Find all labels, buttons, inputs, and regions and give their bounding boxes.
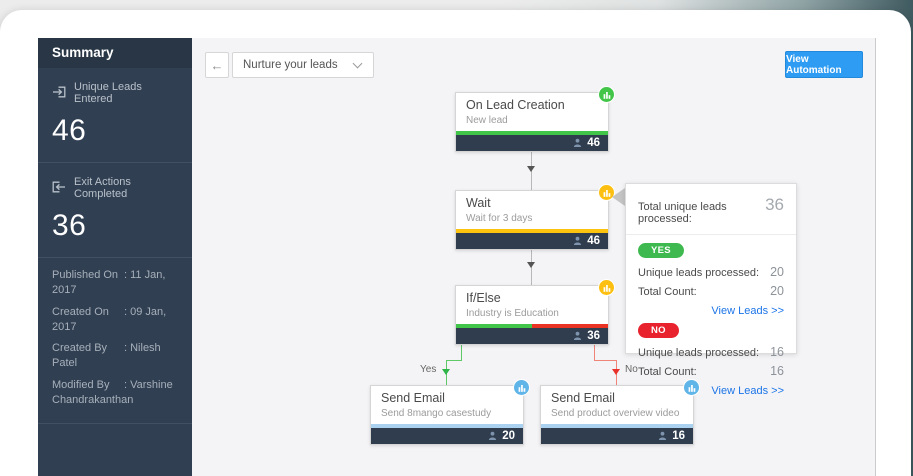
node-report-badge-icon[interactable] xyxy=(598,279,615,296)
meta-value: : 11 Jan, 2017 xyxy=(52,269,166,296)
connector-arrow-icon xyxy=(527,262,535,268)
meta-value: : Varshine Chandrakanthan xyxy=(52,379,173,406)
back-button[interactable]: ← xyxy=(205,52,229,78)
yes-branch-line xyxy=(461,339,462,360)
sidebar-divider xyxy=(38,162,192,163)
meta-published-on: Published On: 11 Jan, 2017 xyxy=(52,268,178,298)
node-status-bar xyxy=(456,229,608,233)
automation-canvas: ← Nurture your leads View Automation Yes… xyxy=(192,38,876,476)
node-report-badge-icon[interactable] xyxy=(683,379,700,396)
no-view-leads-link[interactable]: View Leads >> xyxy=(711,384,784,397)
meta-label: Created On xyxy=(52,305,109,318)
total-processed-value: 36 xyxy=(765,195,784,214)
main-card: Summary Unique Leads Entered 46 Exit Act… xyxy=(0,10,911,476)
person-icon xyxy=(658,427,667,445)
no-unique-label: Unique leads processed: xyxy=(638,346,760,359)
yes-badge: YES xyxy=(638,243,684,258)
yes-branch-arrow-icon xyxy=(442,369,450,375)
node-send-email-casestudy[interactable]: Send Email Send 8mango casestudy 20 xyxy=(370,379,530,445)
sidebar-divider xyxy=(38,257,192,258)
node-title: If/Else xyxy=(466,291,501,305)
node-status-bar xyxy=(456,131,608,135)
node-title: Wait xyxy=(466,196,491,210)
panel-pointer-icon xyxy=(612,188,625,206)
node-status-bar xyxy=(456,324,608,328)
meta-created-on: Created On: 09 Jan, 2017 xyxy=(52,305,178,335)
meta-label: Published On xyxy=(52,269,119,281)
node-status-bar xyxy=(371,424,523,428)
node-status-bar xyxy=(541,424,693,428)
stat-exit-actions-completed: Exit Actions Completed 36 xyxy=(38,163,192,257)
meta-created-by: Created By: Nilesh Patel xyxy=(52,341,178,371)
yes-total-count-value: 20 xyxy=(770,283,784,298)
automation-select-value: Nurture your leads xyxy=(243,59,338,71)
node-lead-count: 16 xyxy=(672,430,685,442)
node-wait[interactable]: Wait Wait for 3 days 46 xyxy=(455,184,615,250)
meta-value: : 09 Jan, 2017 xyxy=(52,305,167,333)
content-area: ← Nurture your leads View Automation Yes… xyxy=(192,38,911,476)
person-icon xyxy=(573,134,582,152)
meta-value: : Nilesh Patel xyxy=(52,342,161,370)
stat-unique-leads-entered: Unique Leads Entered 46 xyxy=(38,68,192,162)
node-lead-count: 20 xyxy=(502,430,515,442)
no-badge: NO xyxy=(638,322,679,338)
view-automation-button[interactable]: View Automation xyxy=(785,51,863,78)
summary-sidebar: Summary Unique Leads Entered 46 Exit Act… xyxy=(38,38,192,476)
node-report-badge-icon[interactable] xyxy=(513,379,530,396)
stat-value: 46 xyxy=(52,114,87,147)
node-subtitle: Send product overview video xyxy=(551,408,680,419)
node-title: On Lead Creation xyxy=(466,98,565,112)
node-title: Send Email xyxy=(551,391,615,405)
person-icon xyxy=(573,327,582,345)
automation-meta: Published On: 11 Jan, 2017 Created On: 0… xyxy=(38,258,192,423)
yes-branch-line xyxy=(446,360,462,361)
node-subtitle: Industry is Education xyxy=(466,308,559,319)
chevron-down-icon xyxy=(352,58,363,69)
no-branch-line xyxy=(594,360,617,361)
node-on-lead-creation[interactable]: On Lead Creation New lead 46 xyxy=(455,86,615,152)
node-title: Send Email xyxy=(381,391,445,405)
no-unique-value: 16 xyxy=(770,344,784,359)
node-send-email-overview-video[interactable]: Send Email Send product overview video 1… xyxy=(540,379,700,445)
sidebar-title: Summary xyxy=(38,38,192,68)
node-subtitle: Wait for 3 days xyxy=(466,213,533,224)
node-lead-count: 36 xyxy=(587,330,600,342)
wait-node-stats-panel: Total unique leads processed: 36 YES Uni… xyxy=(625,183,797,397)
exit-icon xyxy=(52,181,66,196)
person-icon xyxy=(488,427,497,445)
no-total-count-label: Total Count: xyxy=(638,365,697,378)
node-if-else[interactable]: If/Else Industry is Education 36 xyxy=(455,279,615,345)
stat-label: Unique Leads Entered xyxy=(74,81,142,105)
person-icon xyxy=(573,232,582,250)
enter-icon xyxy=(52,86,66,101)
meta-label: Modified By xyxy=(52,379,110,392)
automation-select[interactable]: Nurture your leads xyxy=(232,52,374,78)
node-lead-count: 46 xyxy=(587,235,600,247)
no-total-count-value: 16 xyxy=(770,363,784,378)
panel-divider xyxy=(626,234,796,235)
node-subtitle: New lead xyxy=(466,115,508,126)
sidebar-divider xyxy=(38,422,192,424)
yes-view-leads-link[interactable]: View Leads >> xyxy=(711,304,784,317)
node-lead-count: 46 xyxy=(587,137,600,149)
no-branch-label: No xyxy=(625,364,638,375)
stat-value: 36 xyxy=(52,209,87,242)
node-report-badge-icon[interactable] xyxy=(598,86,615,103)
stat-label: Exit Actions Completed xyxy=(74,176,131,200)
no-branch-arrow-icon xyxy=(612,369,620,375)
connector-arrow-icon xyxy=(527,166,535,172)
total-processed-label: Total unique leads processed: xyxy=(638,201,727,225)
meta-modified-by: Modified By: Varshine Chandrakanthan xyxy=(52,378,178,408)
yes-unique-label: Unique leads processed: xyxy=(638,267,760,279)
yes-unique-value: 20 xyxy=(770,265,784,279)
node-subtitle: Send 8mango casestudy xyxy=(381,408,492,419)
meta-label: Created By xyxy=(52,342,108,355)
yes-branch-label: Yes xyxy=(420,364,437,375)
no-branch-line xyxy=(594,339,595,360)
yes-total-count-label: Total Count: xyxy=(638,285,697,298)
